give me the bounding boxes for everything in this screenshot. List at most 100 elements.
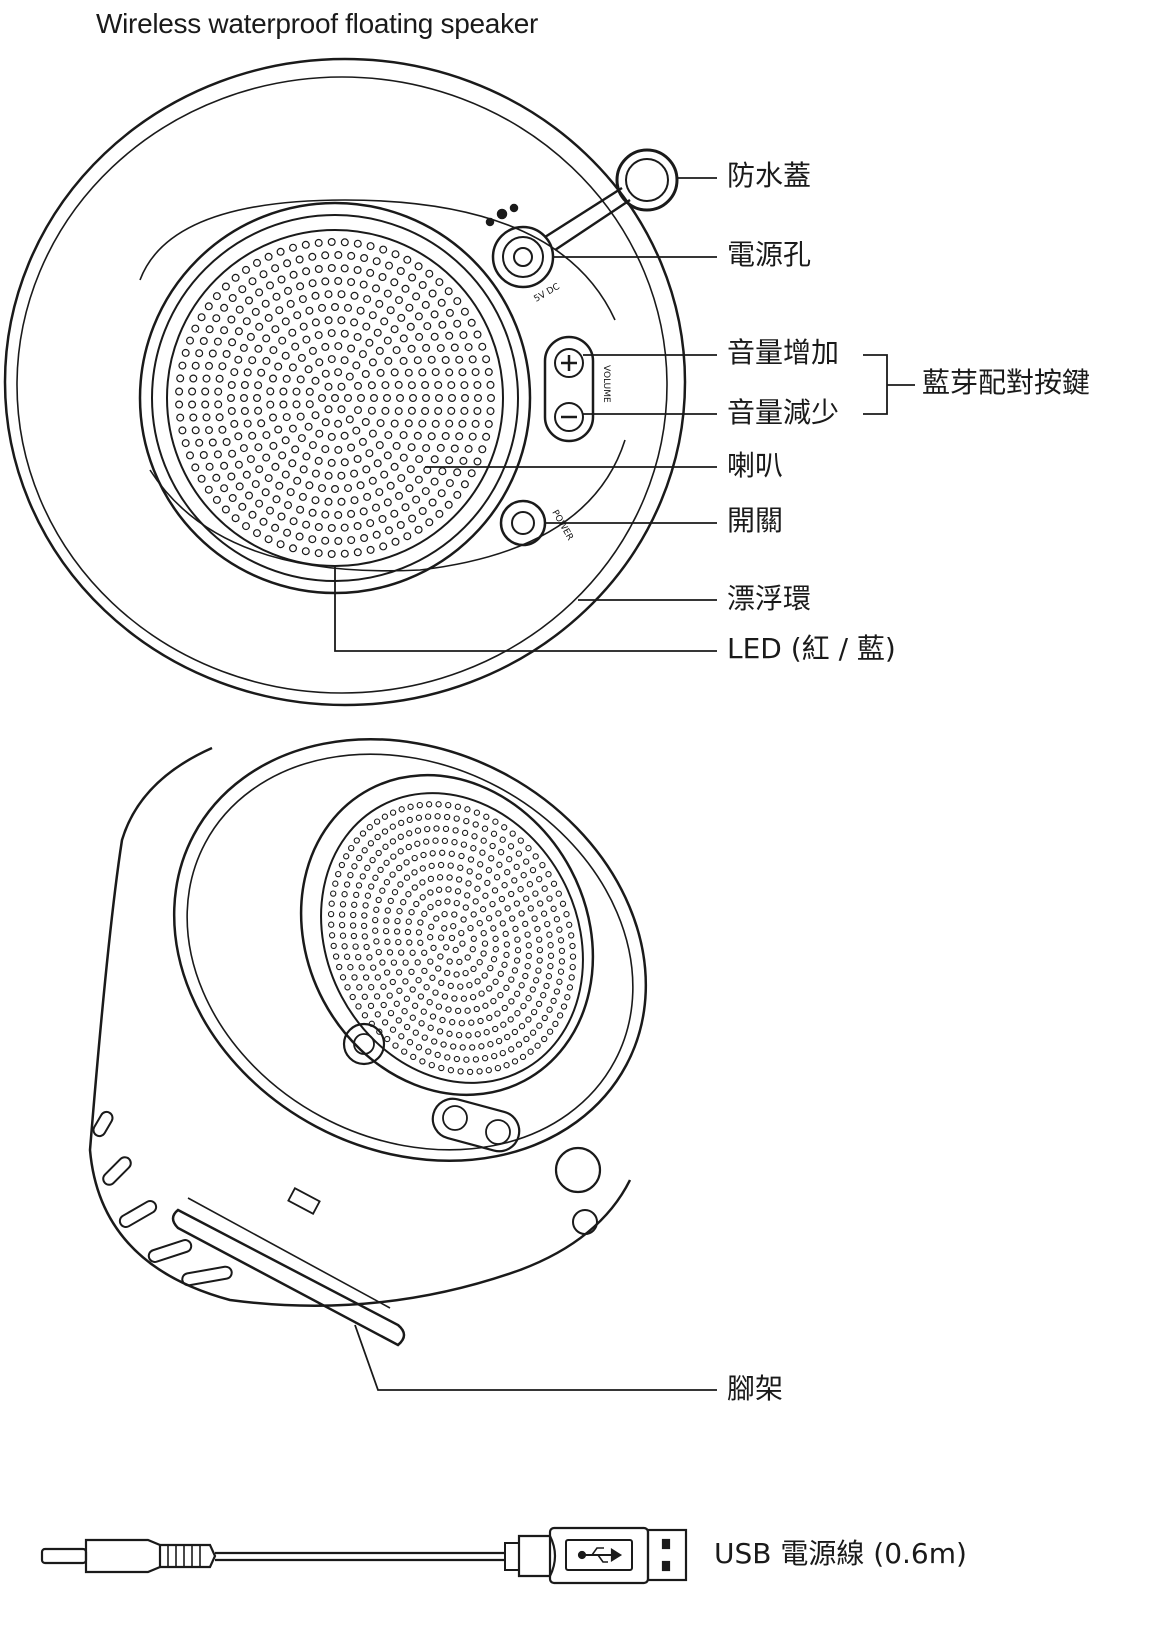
grille-hole xyxy=(201,387,210,396)
grille-hole xyxy=(191,324,200,333)
grille-hole xyxy=(348,844,355,852)
grille-hole xyxy=(281,470,290,479)
grille-hole xyxy=(288,363,297,372)
grille-hole xyxy=(445,419,454,428)
grille-hole xyxy=(398,1033,405,1040)
grille-hole xyxy=(334,368,343,377)
grille-hole xyxy=(321,277,330,286)
grille-hole xyxy=(485,1067,492,1074)
grille-hole xyxy=(362,465,371,474)
grille-hole xyxy=(428,498,437,507)
grille-hole xyxy=(197,313,206,322)
grille-hole xyxy=(257,368,266,377)
grille-hole xyxy=(477,861,484,868)
grille-hole xyxy=(501,961,508,968)
grille-hole xyxy=(543,982,550,990)
grille-hole xyxy=(482,355,491,364)
speaker-body xyxy=(88,746,632,1307)
grille-hole xyxy=(227,394,236,403)
grille-hole xyxy=(205,462,214,471)
grille-hole xyxy=(427,934,434,941)
grille-hole xyxy=(246,455,255,464)
grille-hole xyxy=(308,535,317,544)
grille-hole xyxy=(389,823,396,830)
grille-hole xyxy=(349,922,357,929)
grille-hole xyxy=(264,313,273,322)
grille-hole xyxy=(387,897,394,905)
grille-hole xyxy=(375,441,384,450)
grille-hole xyxy=(337,405,346,414)
grille-hole xyxy=(438,1064,445,1072)
grille-hole xyxy=(264,535,273,544)
grille-hole xyxy=(472,898,479,905)
grille-hole xyxy=(220,326,229,335)
grille-hole xyxy=(311,318,320,327)
grille-hole xyxy=(420,1008,427,1015)
grille-hole xyxy=(438,467,447,476)
grille-hole xyxy=(344,394,353,403)
grille-hole xyxy=(499,836,506,843)
grille-hole xyxy=(480,930,487,937)
grille-hole xyxy=(275,481,284,490)
grille-hole xyxy=(460,480,469,489)
grille-hole xyxy=(423,984,430,991)
grille-hole xyxy=(490,830,498,837)
grille-hole xyxy=(454,888,462,895)
grille-hole xyxy=(447,862,454,869)
grille-hole xyxy=(269,374,278,383)
grille-hole xyxy=(479,906,487,913)
grille-hole xyxy=(361,912,368,919)
grille-hole xyxy=(413,900,420,908)
grille-hole xyxy=(534,925,541,933)
grille-hole xyxy=(518,982,525,989)
grille-hole xyxy=(413,356,422,365)
grille-hole xyxy=(212,314,221,323)
grille-hole xyxy=(411,884,418,891)
grille-hole xyxy=(343,881,351,888)
grille-hole xyxy=(500,1021,507,1028)
grille-hole xyxy=(355,882,363,889)
grille-hole xyxy=(327,264,336,273)
grille-hole xyxy=(191,361,200,370)
grille-hole xyxy=(383,917,390,924)
grille-hole xyxy=(383,498,392,507)
grille-hole xyxy=(407,406,416,415)
grille-hole xyxy=(447,982,454,990)
grille-hole xyxy=(544,920,551,928)
grille-hole xyxy=(514,947,522,954)
grille-hole xyxy=(464,806,471,813)
grille-hole xyxy=(197,474,206,483)
grille-hole xyxy=(431,1038,438,1045)
speaker-perspective-view xyxy=(88,738,717,1391)
grille-hole xyxy=(555,890,562,897)
grille-hole xyxy=(469,946,476,953)
grille-hole xyxy=(445,1006,452,1013)
grille-hole xyxy=(204,485,213,494)
volume-label: VOLUME xyxy=(601,365,611,403)
grille-hole xyxy=(321,342,330,351)
grille-hole xyxy=(524,931,531,938)
grille-hole xyxy=(373,938,380,945)
grille-hole xyxy=(563,911,570,918)
grille-hole xyxy=(552,1020,559,1028)
grille-hole xyxy=(466,981,473,989)
grille-hole xyxy=(466,1068,474,1076)
grille-hole xyxy=(473,457,482,466)
grille-hole xyxy=(396,908,403,915)
grille-hole xyxy=(376,368,385,377)
grille-hole xyxy=(397,313,406,322)
grille-hole xyxy=(248,277,257,286)
grille-hole xyxy=(372,284,381,293)
grille-hole xyxy=(522,972,529,980)
grille-hole xyxy=(537,900,544,907)
grille-hole xyxy=(308,346,317,355)
grille-hole xyxy=(536,936,543,943)
grille-hole xyxy=(255,465,264,474)
grille-hole xyxy=(375,896,382,904)
grille-hole xyxy=(281,436,290,445)
grille-hole xyxy=(338,921,346,929)
grille-hole xyxy=(448,934,456,942)
grille-hole xyxy=(464,954,471,961)
grille-hole xyxy=(350,496,359,505)
grille-hole xyxy=(291,445,300,454)
